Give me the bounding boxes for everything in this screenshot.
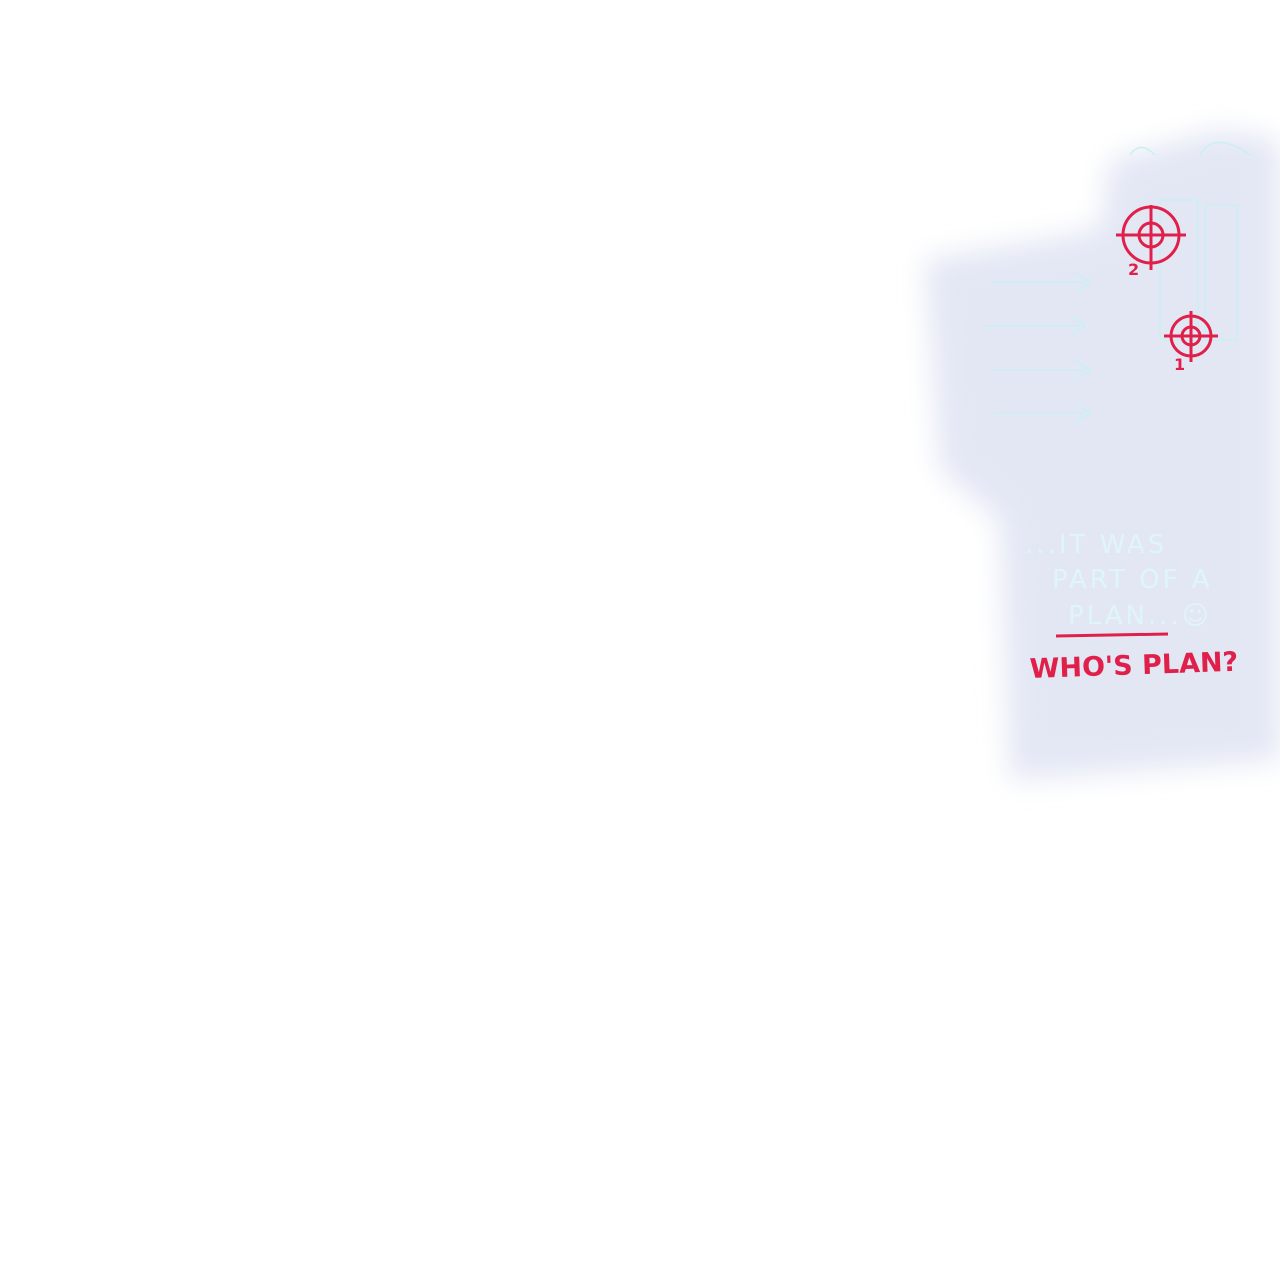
paper-background bbox=[925, 130, 1280, 780]
arrows-sketch bbox=[985, 271, 1092, 424]
target-icon-2: 2 bbox=[1116, 205, 1186, 279]
faint-caption: ...IT WAS PART OF A PLAN...☺ bbox=[1025, 530, 1213, 631]
caption-line-3: PLAN...☺ bbox=[1068, 601, 1212, 631]
target-label-2: 2 bbox=[1128, 260, 1139, 279]
building-sketch bbox=[1129, 141, 1251, 341]
question-text: WHO'S PLAN? bbox=[1029, 647, 1239, 685]
red-underline bbox=[1055, 632, 1169, 638]
caption-line-2: PART OF A bbox=[1052, 565, 1213, 595]
target-icon-1: 1 bbox=[1164, 311, 1218, 374]
caption-line-1: ...IT WAS bbox=[1025, 530, 1167, 560]
target-label-1: 1 bbox=[1174, 355, 1185, 374]
